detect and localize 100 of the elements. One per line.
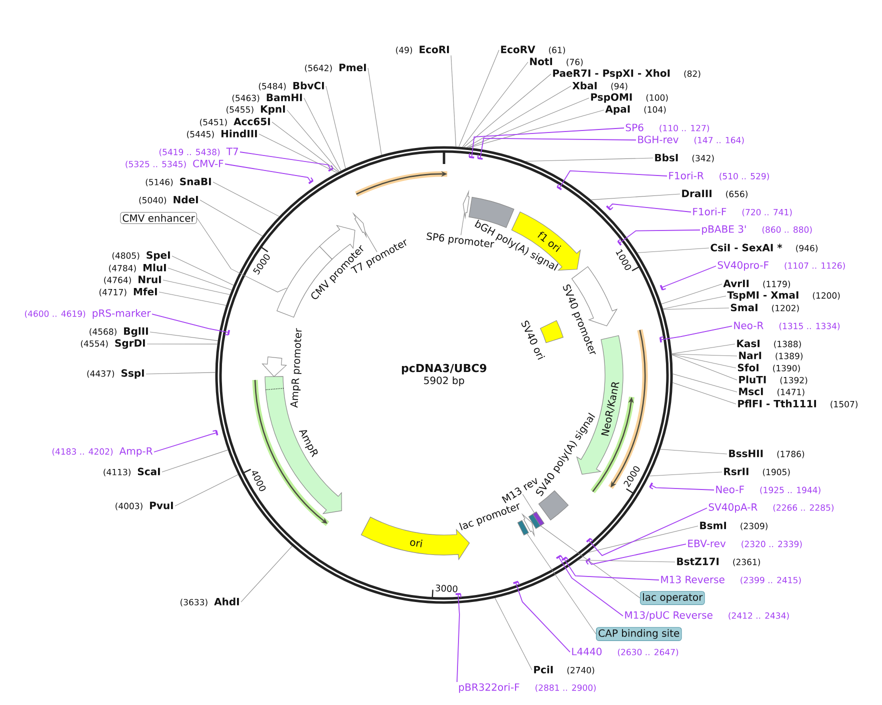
primer-mark bbox=[586, 538, 594, 542]
primer-mark bbox=[308, 177, 314, 184]
leader-line bbox=[172, 256, 234, 286]
site-label: (3633) AhdI bbox=[180, 598, 239, 606]
leader-line bbox=[469, 110, 604, 148]
site-label: MscI (1471) bbox=[739, 388, 804, 396]
leader-line bbox=[162, 450, 228, 472]
primer-label: (4600 .. 4619) pRS-marker bbox=[25, 309, 151, 319]
site-label: CsiI - SexAI * (946) bbox=[710, 244, 818, 252]
leader-line bbox=[494, 598, 532, 670]
leader-line bbox=[158, 292, 226, 306]
primer-mark bbox=[649, 482, 654, 490]
leader-line bbox=[224, 164, 311, 182]
site-label: PluTI (1392) bbox=[739, 376, 808, 384]
leader-line bbox=[200, 200, 263, 236]
feature-shape bbox=[462, 191, 470, 218]
leader-line bbox=[240, 546, 292, 602]
primer-mark bbox=[556, 183, 562, 190]
tick-label: 3000 bbox=[436, 584, 458, 592]
site-label: SmaI (1202) bbox=[730, 304, 799, 312]
site-label: PspOMI (100) bbox=[591, 93, 668, 103]
primer-label: Neo-R (1315 .. 1334) bbox=[734, 322, 840, 330]
leader-line bbox=[620, 230, 700, 244]
site-label: (4003) PvuI bbox=[116, 502, 173, 510]
primer-label: EBV-rev (2320 .. 2339) bbox=[688, 540, 802, 548]
site-label: BsmI (2309) bbox=[700, 522, 768, 530]
leader-line bbox=[671, 344, 736, 354]
site-label: (5455) KpnI bbox=[226, 105, 285, 115]
leader-line bbox=[651, 485, 714, 490]
primer-label: (5325 .. 5345) CMV-F bbox=[126, 160, 224, 168]
leader-line bbox=[672, 374, 738, 392]
primer-mark bbox=[617, 238, 622, 246]
site-label: SfoI (1390) bbox=[738, 364, 800, 372]
site-label: DraIII (656) bbox=[682, 190, 748, 198]
leader-line bbox=[662, 296, 726, 310]
site-label: (4784) MluI bbox=[109, 264, 166, 272]
site-label: EcoRV (61) bbox=[501, 46, 565, 54]
feature-label: M13 rev bbox=[502, 478, 538, 504]
primer-label: F1ori-F (720 .. 741) bbox=[693, 208, 792, 216]
primer-label: SV40pA-R (2266 .. 2285) bbox=[708, 503, 834, 513]
leader-line bbox=[662, 266, 716, 288]
site-label: (5451) Acc65I bbox=[200, 118, 270, 126]
leader-line bbox=[154, 432, 216, 452]
leader-line bbox=[458, 50, 500, 148]
leader-line bbox=[480, 138, 636, 158]
site-label: TspMI - XmaI (1200) bbox=[727, 291, 840, 301]
leader-line bbox=[672, 354, 738, 380]
primer-label: SP6 (110 .. 127) bbox=[626, 124, 709, 132]
site-label: (4764) NruI bbox=[104, 276, 161, 284]
primer-label: pBR322ori-F (2881 .. 2900) bbox=[459, 683, 596, 693]
site-label: PflFI - Tth111I (1507) bbox=[738, 400, 858, 408]
leader-line bbox=[661, 284, 722, 304]
leader-line bbox=[304, 98, 342, 172]
site-label: XbaI (94) bbox=[572, 82, 628, 90]
primer-label: Neo-F (1925 .. 1944) bbox=[716, 486, 820, 494]
leader-line bbox=[212, 182, 280, 217]
primer-mark bbox=[456, 593, 462, 598]
site-label: (4805) SpeI bbox=[112, 251, 170, 261]
primer-mark bbox=[328, 164, 334, 172]
leader-line bbox=[648, 472, 722, 476]
site-label: PciI (2740) bbox=[534, 666, 594, 674]
leader-line bbox=[464, 74, 552, 148]
leader-line bbox=[152, 314, 228, 333]
leader-line bbox=[368, 68, 382, 156]
primer-label: F1ori-R (510 .. 529) bbox=[669, 172, 769, 180]
leader-line bbox=[272, 122, 339, 172]
site-label: (4113) ScaI bbox=[104, 468, 160, 476]
site-label: (4554) SgrDI bbox=[80, 339, 145, 349]
primer-label: M13/pUC Reverse (2412 .. 2434) bbox=[625, 611, 789, 621]
feature-tag: CMV enhancer bbox=[120, 212, 197, 224]
primer-mark bbox=[660, 284, 666, 290]
primer-label: L4440 (2630 .. 2647) bbox=[572, 648, 678, 656]
leader-line bbox=[672, 354, 738, 356]
feature-tag: CAP binding site bbox=[596, 627, 682, 641]
primer-mark bbox=[562, 556, 569, 561]
site-label: RsrII (1905) bbox=[724, 468, 790, 476]
primer-mark bbox=[468, 152, 474, 158]
leader-line bbox=[450, 55, 456, 147]
leader-line bbox=[240, 152, 331, 170]
leader-line bbox=[462, 62, 528, 148]
site-label: (5642) PmeI bbox=[305, 64, 366, 72]
leader-line bbox=[460, 212, 465, 236]
site-label: (5146) SnaBI bbox=[146, 178, 211, 186]
leader-line bbox=[588, 544, 686, 565]
leader-line bbox=[672, 382, 736, 404]
primer-mark bbox=[556, 554, 564, 560]
site-label: PaeR7I - PspXI - XhoI (82) bbox=[553, 69, 700, 79]
leader-line bbox=[588, 526, 698, 553]
leader-line bbox=[662, 308, 730, 310]
site-label: (49) EcoRI bbox=[396, 46, 449, 54]
leader-line bbox=[578, 560, 676, 562]
site-label: (5463) BamHI bbox=[232, 94, 302, 102]
site-label: NotI (76) bbox=[530, 58, 583, 66]
primer-label: (4183 .. 4202) Amp-R bbox=[52, 447, 153, 457]
primer-mark bbox=[513, 580, 520, 586]
leader-line bbox=[526, 533, 596, 634]
primer-mark bbox=[212, 430, 218, 436]
leader-line bbox=[564, 559, 660, 580]
site-label: (4568) BglII bbox=[90, 327, 148, 337]
leader-line bbox=[637, 248, 710, 254]
